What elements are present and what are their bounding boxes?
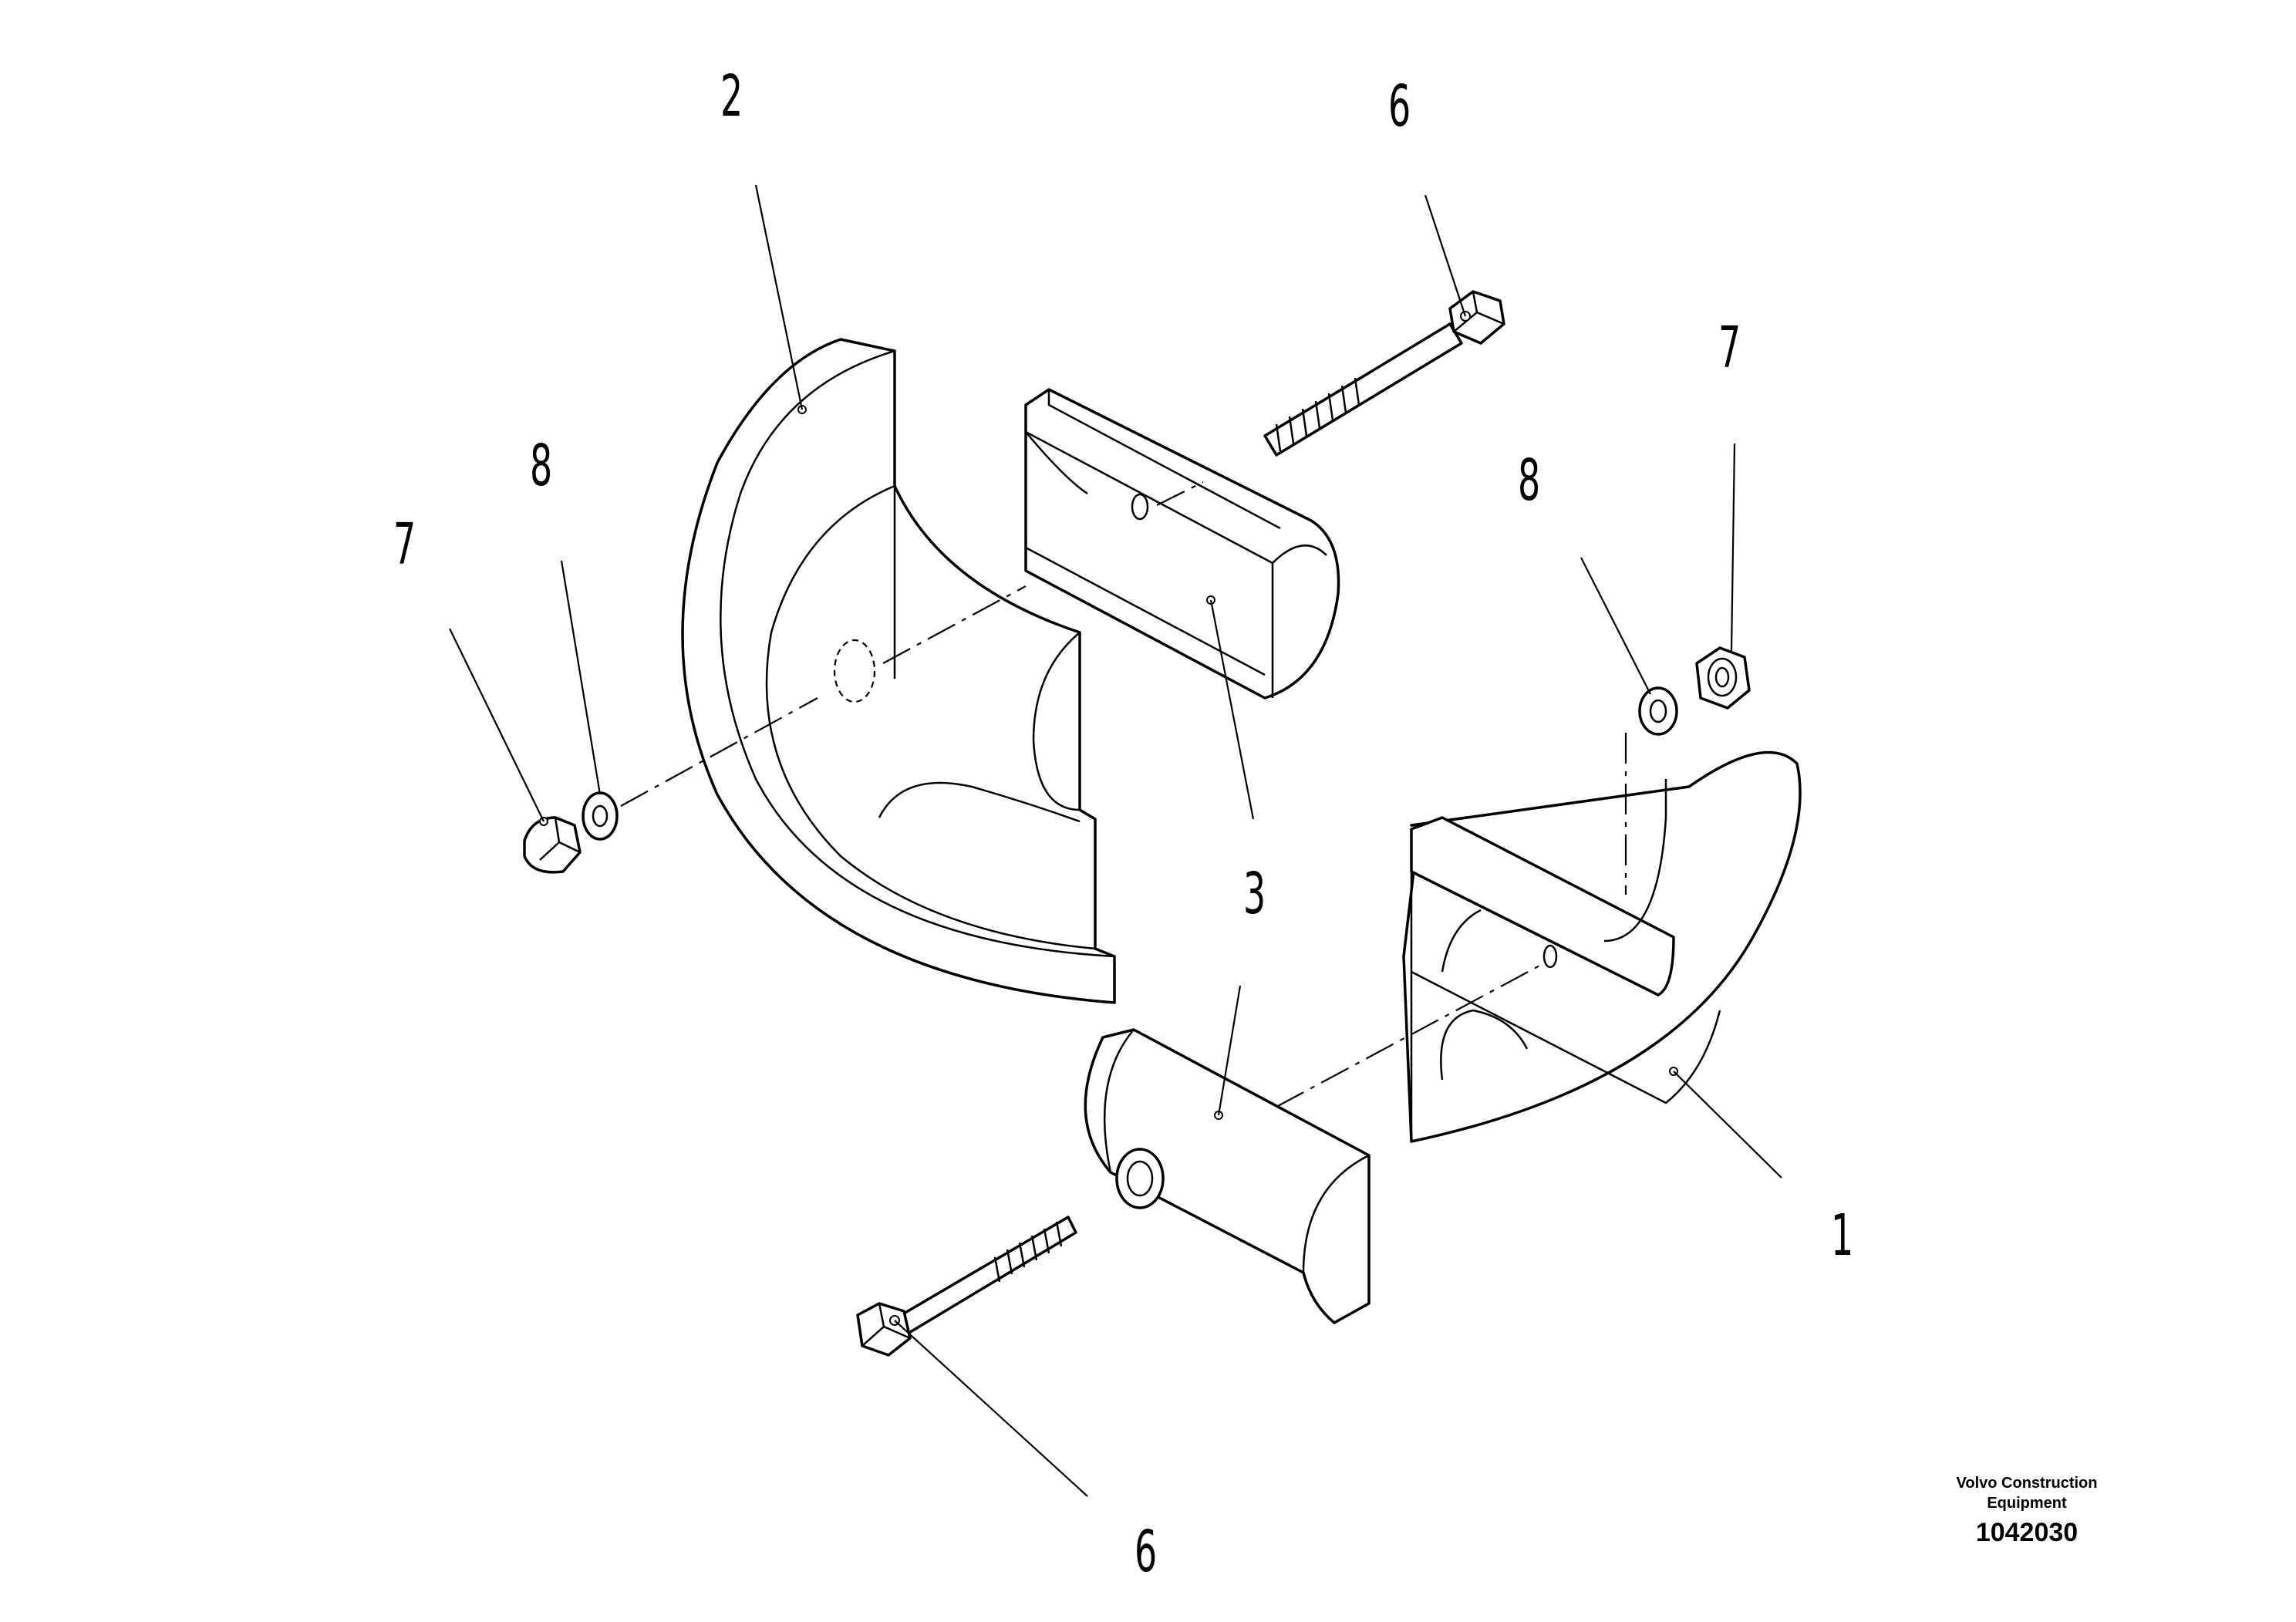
- part-3-lower-bar: [1084, 1028, 1371, 1324]
- part-8-left-washer: [582, 791, 619, 841]
- document-number: 1042030: [1975, 1518, 2079, 1547]
- callout-part-2-top: 2: [720, 63, 743, 130]
- callout-part-7-right: 7: [1718, 315, 1741, 381]
- part-2-half-clamp: [681, 338, 1116, 1004]
- part-1-half-clamp: [1402, 750, 1802, 1143]
- part-7-right-nut: [1695, 646, 1751, 710]
- company-line-1: Volvo Construction: [1956, 1475, 2098, 1492]
- part-6-top-bolt: [1263, 290, 1505, 457]
- callout-part-7-left: 7: [393, 511, 416, 578]
- callout-part-1: 1: [1831, 1202, 1854, 1269]
- part-6-bottom-bolt: [856, 1216, 1077, 1357]
- callout-part-6-bottom: 6: [1135, 1519, 1158, 1585]
- company-line-2: Equipment: [1987, 1495, 2067, 1512]
- part-8-right-washer: [1638, 686, 1678, 736]
- callout-part-6-top: 6: [1388, 73, 1411, 140]
- company-label: Volvo Construction Equipment: [1903, 1473, 2150, 1513]
- callout-part-8-right: 8: [1518, 447, 1541, 514]
- part-7-left-cap-nut: [523, 816, 582, 874]
- center-lines: [620, 481, 1627, 1108]
- callout-part-3-center: 3: [1243, 861, 1266, 927]
- part-3-upper-bar: [1024, 388, 1340, 700]
- leader-lines: [449, 184, 1782, 1497]
- callout-part-8-left: 8: [530, 433, 553, 499]
